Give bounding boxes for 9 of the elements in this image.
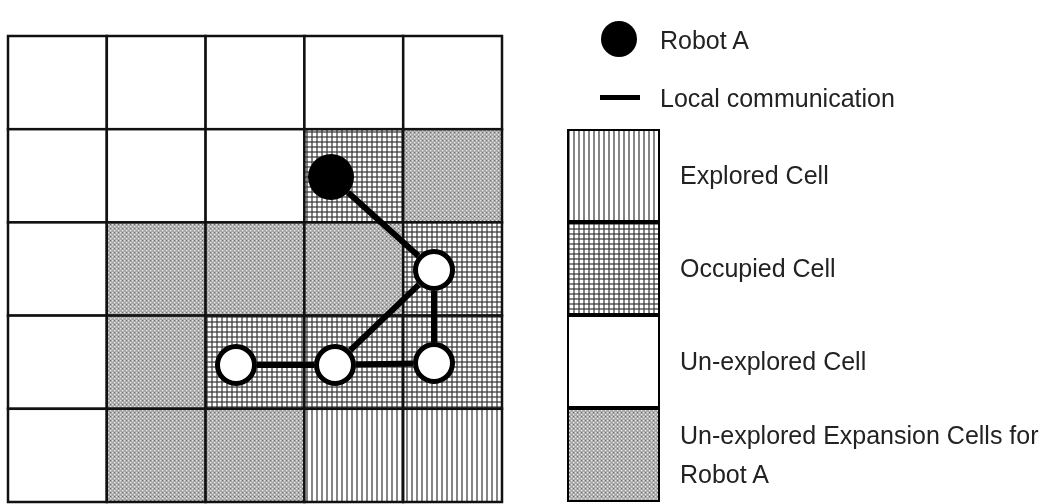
legend-label: Robot A <box>660 24 749 56</box>
legend-label: Explored Cell <box>680 160 829 192</box>
communication-line <box>355 360 414 368</box>
communication-line <box>257 362 314 368</box>
legend-label: Un-explored Expansion Cells for Robot A <box>680 420 1040 490</box>
communication-line <box>431 291 437 342</box>
legend-label: Occupied Cell <box>680 253 836 285</box>
legend-label: Local communication <box>660 82 895 114</box>
legend-label: Un-explored Cell <box>680 346 867 378</box>
